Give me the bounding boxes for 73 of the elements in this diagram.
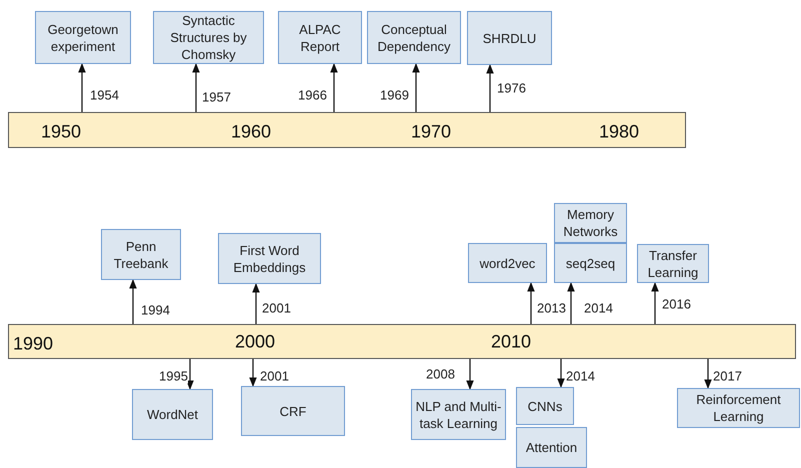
year-label: 1994 <box>141 302 170 318</box>
event-label: Memory Networks <box>562 206 619 240</box>
arrow <box>567 282 575 324</box>
event-box <box>101 229 181 280</box>
year-label: 1950 <box>41 122 82 142</box>
year-label: 2000 <box>235 332 276 352</box>
year-label: 1995 <box>159 368 188 384</box>
event-box <box>132 389 213 440</box>
event-label: WordNet <box>146 406 198 423</box>
event-label: word2vec <box>480 254 536 272</box>
event-box <box>218 233 321 284</box>
event-box <box>637 244 709 283</box>
event-label: SHRDLU <box>482 30 536 46</box>
arrow <box>330 63 338 112</box>
arrow <box>186 359 194 390</box>
year-label: 1976 <box>497 80 526 96</box>
event-label: Attention <box>526 439 578 456</box>
timeline-bar <box>8 324 796 359</box>
timeline-bar <box>8 112 686 148</box>
event-label: CRF <box>280 402 306 420</box>
event-label: Penn Treebank <box>112 238 170 272</box>
year-label: 1969 <box>380 88 409 102</box>
year-label: 2014 <box>566 368 595 384</box>
event-label: Georgetown experiment <box>46 20 120 54</box>
arrow <box>252 283 260 324</box>
year-label: 1954 <box>90 88 119 102</box>
year-label: 1980 <box>599 122 640 142</box>
arrow <box>412 63 420 112</box>
year-label: 1960 <box>231 122 272 142</box>
event-box <box>467 11 552 65</box>
event-box <box>516 427 587 468</box>
event-label: Conceptual Dependency <box>376 20 452 54</box>
arrow <box>557 359 565 388</box>
event-box <box>677 388 800 428</box>
event-box <box>367 11 461 64</box>
event-label: Syntactic Structures by Chomsky <box>169 12 248 63</box>
arrow <box>486 64 494 112</box>
event-box <box>411 389 506 440</box>
event-label: First Word Embeddings <box>232 242 307 276</box>
year-label: 1957 <box>202 90 231 104</box>
event-box <box>278 11 362 64</box>
year-label: 1990 <box>13 334 54 354</box>
year-label: 1970 <box>411 122 452 142</box>
event-box <box>153 11 264 64</box>
event-box <box>516 387 574 425</box>
year-label: 2017 <box>713 368 742 384</box>
event-label: ALPAC Report <box>298 20 342 54</box>
event-label: Reinforcement Learning <box>695 391 782 425</box>
year-label: 2010 <box>491 332 532 352</box>
event-label: seq2seq <box>566 254 616 272</box>
event-box <box>468 243 547 283</box>
arrow <box>704 359 712 389</box>
event-box <box>241 386 345 436</box>
year-label: 2016 <box>662 296 691 312</box>
arrow <box>129 279 137 324</box>
event-label: CNNs <box>528 398 562 414</box>
arrow <box>78 63 86 112</box>
arrow <box>466 359 474 390</box>
year-label: 2013 <box>537 300 566 316</box>
arrow <box>527 282 535 324</box>
event-label: Transfer Learning <box>646 246 700 280</box>
year-label: 1966 <box>298 88 327 102</box>
arrow <box>249 359 257 387</box>
year-label: 2008 <box>426 366 455 382</box>
arrow <box>192 63 200 112</box>
arrow <box>651 282 659 324</box>
event-label: NLP and Multi-task Learning <box>415 398 502 432</box>
event-box <box>35 11 131 64</box>
year-label: 2001 <box>260 368 289 384</box>
event-box <box>554 203 627 243</box>
event-box <box>554 243 627 283</box>
year-label: 2001 <box>262 300 291 316</box>
year-label: 2014 <box>584 300 613 316</box>
